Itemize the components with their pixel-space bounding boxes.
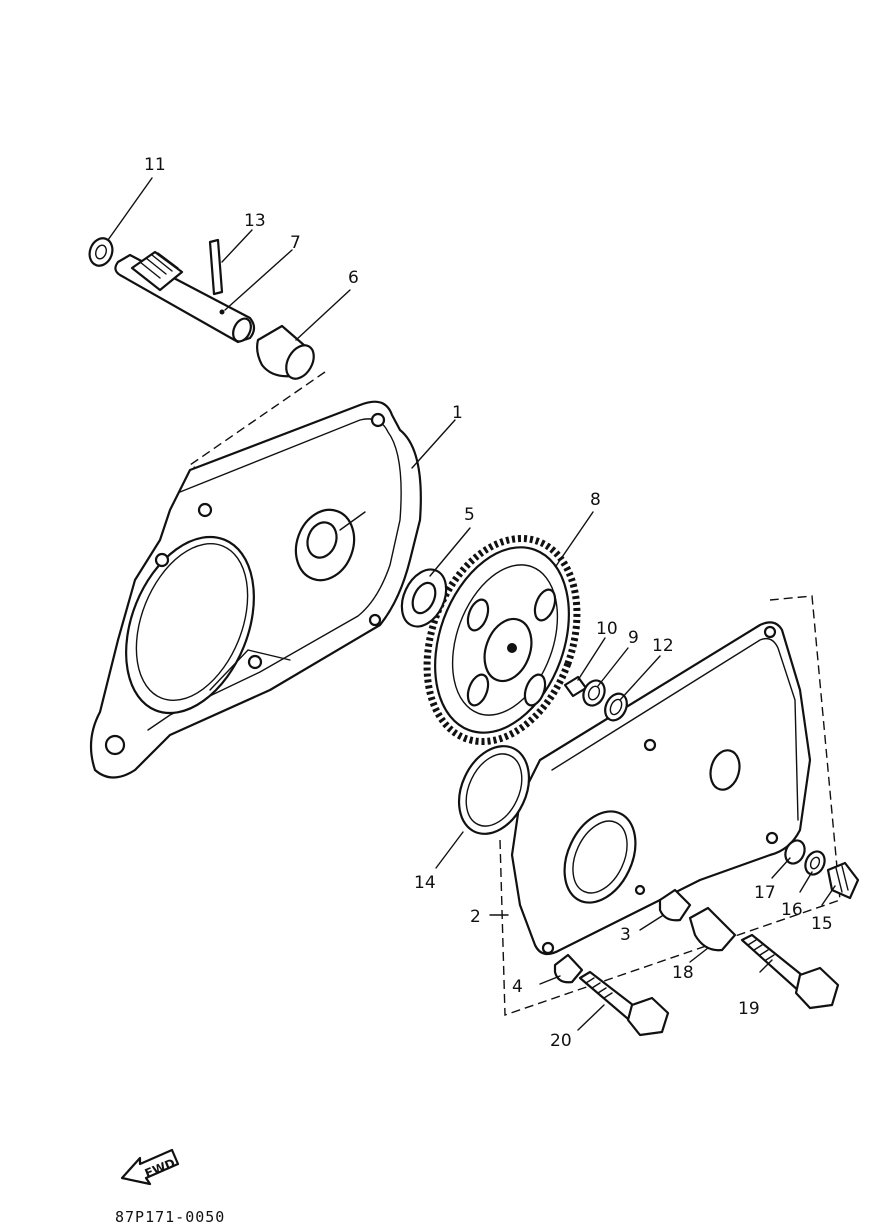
washer-part-9 bbox=[582, 679, 606, 707]
callout-16: 16 bbox=[781, 900, 803, 920]
bolt-part-20 bbox=[578, 970, 670, 1037]
callout-15: 15 bbox=[811, 914, 833, 934]
callout-14: 14 bbox=[414, 873, 436, 893]
callout-17: 17 bbox=[754, 883, 776, 903]
callout-12: 12 bbox=[652, 636, 674, 656]
callout-13: 13 bbox=[244, 211, 266, 231]
clip-part-12 bbox=[604, 692, 628, 722]
sleeve-part-4 bbox=[553, 953, 584, 984]
housing-plate-part-1 bbox=[89, 400, 422, 779]
washer-part-16 bbox=[804, 850, 826, 876]
callout-1: 1 bbox=[452, 403, 463, 423]
gear-part-8 bbox=[423, 534, 581, 746]
callout-7: 7 bbox=[290, 233, 301, 253]
callout-2: 2 bbox=[470, 907, 481, 927]
bolt-part-19 bbox=[740, 933, 840, 1010]
callout-9: 9 bbox=[628, 628, 639, 648]
callout-3: 3 bbox=[620, 925, 631, 945]
callout-8: 8 bbox=[590, 490, 601, 510]
diagram-reference-code: 87P171-0050 bbox=[115, 1208, 225, 1222]
o-ring-part-14 bbox=[457, 745, 531, 835]
dowel-part-18 bbox=[688, 906, 737, 952]
callout-5: 5 bbox=[464, 505, 475, 525]
washer-part-11 bbox=[88, 237, 114, 267]
screw-part-15 bbox=[826, 861, 860, 900]
callout-6: 6 bbox=[348, 268, 359, 288]
callout-4: 4 bbox=[512, 977, 523, 997]
bushing-part-6 bbox=[256, 324, 315, 380]
pin-part-13 bbox=[208, 238, 224, 296]
cover-plate-part-2 bbox=[510, 621, 812, 956]
callout-19: 19 bbox=[738, 999, 760, 1019]
fwd-direction-arrow: FWD bbox=[120, 1148, 180, 1186]
worm-shaft-part-7 bbox=[114, 250, 256, 344]
assembly-outline-lower bbox=[499, 595, 841, 1016]
callout-18: 18 bbox=[672, 963, 694, 983]
callout-20: 20 bbox=[550, 1031, 572, 1051]
callout-11: 11 bbox=[144, 155, 166, 175]
callout-10: 10 bbox=[596, 619, 618, 639]
bearing-part-5 bbox=[400, 568, 448, 628]
leader-lines bbox=[107, 177, 836, 1031]
sleeve-part-3 bbox=[658, 888, 692, 922]
